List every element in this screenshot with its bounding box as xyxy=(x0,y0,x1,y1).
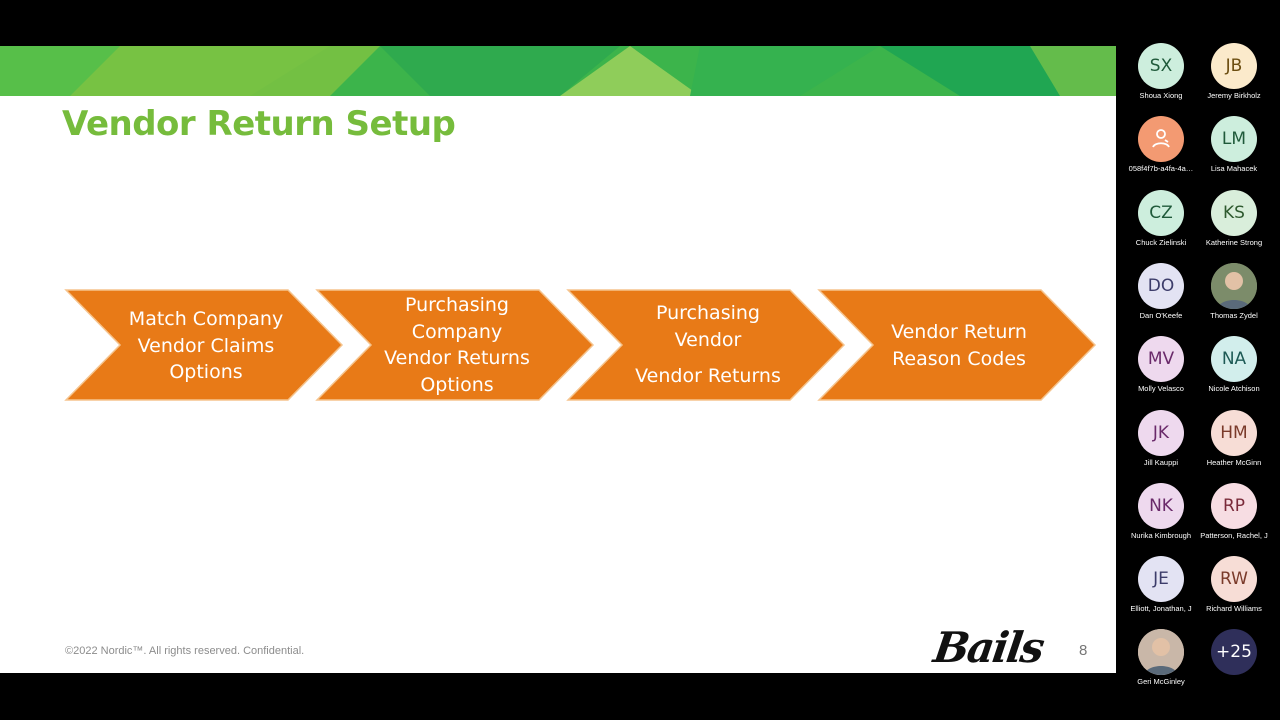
participant-tile[interactable]: 058f4f7b-a4fa-4a… xyxy=(1124,116,1198,186)
chevron-step-1 xyxy=(64,289,344,401)
avatar: NK xyxy=(1138,482,1184,529)
participant-name: Geri McGinley xyxy=(1137,677,1185,687)
participant-name: Jeremy Birkholz xyxy=(1207,91,1261,100)
avatar: JK xyxy=(1138,409,1184,456)
phone-person-icon xyxy=(1138,116,1184,163)
slide-title: Vendor Return Setup xyxy=(62,104,456,144)
participant-name: Heather McGinn xyxy=(1206,457,1262,467)
participant-name: Thomas Zydel xyxy=(1210,310,1258,320)
participant-tile[interactable]: Thomas Zydel xyxy=(1197,262,1271,333)
chevron-step-4 xyxy=(817,289,1097,401)
slide-page-number: 8 xyxy=(1079,642,1088,659)
chevron-step-2 xyxy=(315,289,595,401)
participant-name: Katherine Strong xyxy=(1205,237,1263,247)
participant-name: Nicole Atchison xyxy=(1208,384,1260,394)
avatar: HM xyxy=(1211,409,1257,456)
process-flow xyxy=(64,289,1097,401)
avatar: LM xyxy=(1211,116,1257,163)
participant-name: Richard Williams xyxy=(1206,604,1262,614)
participant-name: Lisa Mahacek xyxy=(1210,164,1258,174)
step-3-label: Purchasing Vendor Vendor Returns xyxy=(635,302,781,387)
avatar: +25 xyxy=(1211,629,1257,676)
avatar: CZ xyxy=(1138,189,1184,236)
photo-avatar-icon xyxy=(1211,262,1257,309)
avatar: JE xyxy=(1138,556,1184,603)
step-1-label: Match Company Vendor Claims Options xyxy=(128,308,284,383)
copyright-notice: ©2022 Nordic™. All rights reserved. Conf… xyxy=(65,645,305,657)
avatar: NA xyxy=(1211,336,1257,383)
avatar: SX xyxy=(1138,43,1184,89)
avatar: DO xyxy=(1138,262,1184,309)
step-2-label: Purchasing Company Vendor Returns Option… xyxy=(384,294,530,396)
avatar: RW xyxy=(1211,556,1257,603)
participant-tile[interactable]: Geri McGinley xyxy=(1124,629,1198,699)
participant-tile[interactable]: JB Jeremy Birkholz xyxy=(1197,43,1271,113)
participant-tile[interactable]: +25 xyxy=(1197,629,1271,699)
bails-logo: Bails xyxy=(930,623,1046,672)
chevron-step-3 xyxy=(566,289,846,401)
step-4-label: Vendor Return Reason Codes xyxy=(891,321,1027,370)
avatar: MV xyxy=(1138,336,1184,383)
decorative-banner xyxy=(0,46,1116,96)
participant-name: Patterson, Rachel, J xyxy=(1200,530,1268,540)
avatar: RP xyxy=(1211,482,1257,529)
avatar: JB xyxy=(1211,43,1257,89)
presentation-slide: Vendor Return Setup Match Company Vendor… xyxy=(0,46,1116,673)
avatar: KS xyxy=(1211,189,1257,236)
photo-avatar-icon xyxy=(1138,629,1184,676)
